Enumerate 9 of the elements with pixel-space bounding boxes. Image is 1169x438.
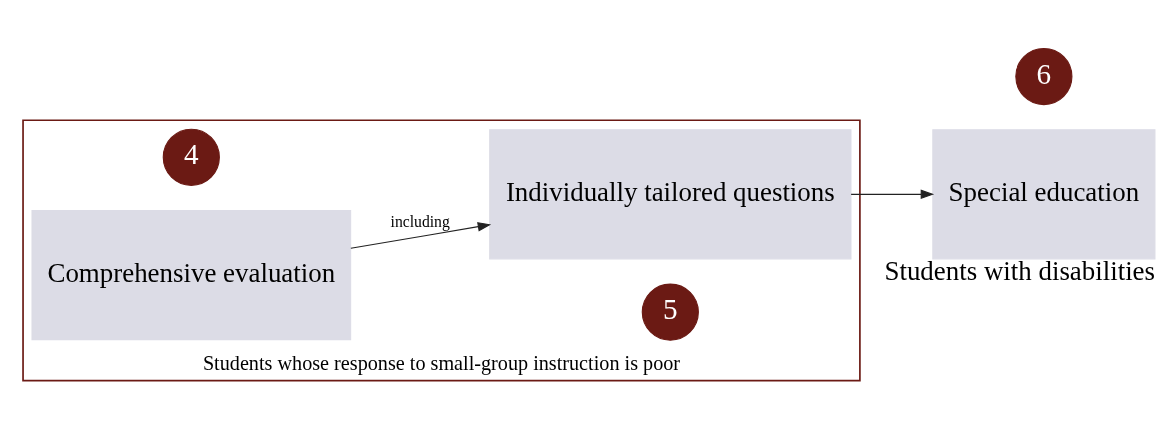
arrow <box>850 189 935 200</box>
arrow <box>350 222 492 249</box>
edge-label: including <box>390 213 450 231</box>
node-box: Comprehensive evaluation <box>31 210 352 341</box>
node-circle: 6 <box>1015 47 1073 106</box>
node-box: Special education <box>932 129 1156 260</box>
node-box: Individually tailored questions <box>489 129 852 260</box>
node-circle: 5 <box>641 283 699 341</box>
node-circle: 4 <box>162 128 220 186</box>
